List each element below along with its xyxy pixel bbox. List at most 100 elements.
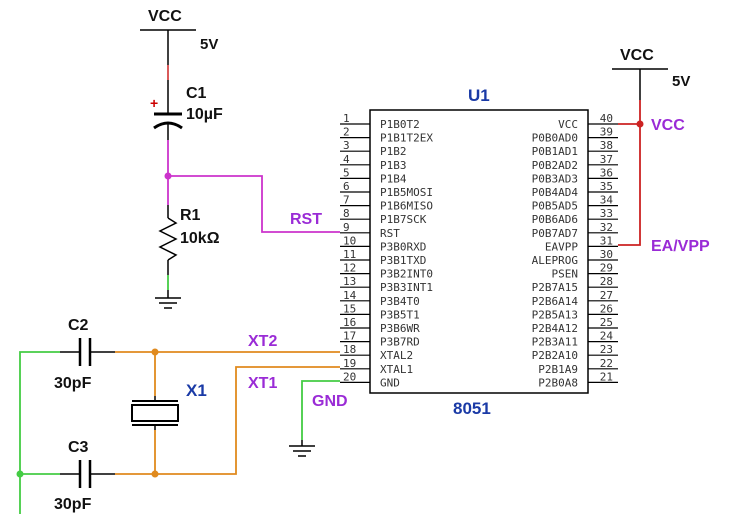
pin-number-right: 30 [600, 248, 613, 261]
wire-xt1 [115, 366, 340, 475]
wire-ea-vpp [618, 100, 641, 246]
net-label-ea-vpp: EA/VPP [651, 238, 710, 255]
pin-number-left: 15 [343, 302, 356, 315]
pin-name-left: GND [380, 376, 400, 389]
pin-name-left: P3B7RD [380, 336, 420, 349]
pin-number-right: 32 [600, 221, 613, 234]
pin-number-left: 1 [343, 112, 350, 125]
capacitor-c2 [60, 338, 115, 366]
capacitor-c1 [153, 80, 183, 140]
pin-name-left: P3B2INT0 [380, 268, 433, 281]
pin-number-right: 35 [600, 180, 613, 193]
pin-number-right: 34 [600, 194, 614, 207]
pin-name-left: P3B3INT1 [380, 281, 433, 294]
junction-vcc [636, 120, 644, 128]
pin-number-left: 20 [343, 370, 356, 383]
pin-number-left: 6 [343, 180, 350, 193]
pin-number-right: 29 [600, 262, 613, 275]
r1-value-label: 10kΩ [180, 230, 220, 247]
pin-number-right: 23 [600, 343, 613, 356]
pin-number-right: 27 [600, 289, 613, 302]
capacitor-c3 [60, 460, 115, 488]
ground-symbol-chip [289, 440, 315, 457]
pin-name-left: P1B0T2 [380, 118, 420, 131]
x1-ref-label: X1 [186, 381, 207, 400]
pin-number-left: 13 [343, 275, 356, 288]
net-label-vcc: VCC [651, 117, 685, 134]
chip-part-label: 8051 [453, 399, 491, 418]
pin-name-left: P3B4T0 [380, 295, 420, 308]
pin-number-left: 16 [343, 316, 356, 329]
r1-ref-label: R1 [180, 207, 201, 224]
ground-symbol-r1 [155, 290, 181, 309]
pin-number-right: 24 [600, 330, 614, 343]
net-label-rst: RST [290, 211, 322, 228]
pin-name-right: P0B5AD5 [532, 200, 578, 213]
pin-name-right: EAVPP [545, 240, 578, 253]
pin-name-right: P0B3AD3 [532, 172, 578, 185]
wire-gnd-pin [301, 380, 340, 440]
c1-value-label: 10µF [186, 106, 223, 123]
vcc-left-voltage: 5V [200, 36, 218, 53]
pin-name-right: P0B0AD0 [532, 132, 578, 145]
pin-number-left: 3 [343, 139, 350, 152]
pin-name-left: P3B0RXD [380, 240, 426, 253]
pin-number-right: 37 [600, 153, 613, 166]
wire-rst [168, 175, 340, 233]
pin-name-left: P3B1TXD [380, 254, 426, 267]
pin-number-left: 11 [343, 248, 356, 261]
c3-ref-label: C3 [68, 439, 89, 456]
resistor-r1 [158, 205, 178, 275]
pin-name-right: P2B5A13 [532, 308, 578, 321]
pin-name-right: P2B4A12 [532, 322, 578, 335]
pin-name-right: P2B2A10 [532, 349, 578, 362]
vcc-right-voltage: 5V [672, 73, 690, 90]
chip-ref-label: U1 [468, 86, 490, 105]
pin-name-right: P2B7A15 [532, 281, 578, 294]
pin-name-left: P3B5T1 [380, 308, 420, 321]
pin-name-right: P2B3A11 [532, 336, 578, 349]
pin-name-left: XTAL2 [380, 349, 413, 362]
pin-name-right: ALEPROG [532, 254, 578, 267]
pin-name-left: RST [380, 227, 400, 240]
pin-number-right: 28 [600, 275, 613, 288]
pin-number-right: 26 [600, 302, 613, 315]
pin-name-right: P2B0A8 [538, 376, 578, 389]
pin-name-right: P0B1AD1 [532, 145, 578, 158]
pin-name-right: P0B6AD6 [532, 213, 578, 226]
pin-number-right: 38 [600, 139, 613, 152]
c3-value-label: 30pF [54, 496, 92, 513]
vcc-left-symbol [140, 29, 196, 65]
pin-name-right: P0B7AD7 [532, 227, 578, 240]
junction-gnd [16, 470, 24, 478]
pin-number-right: 31 [600, 234, 613, 247]
pin-name-left: P1B1T2EX [380, 132, 433, 145]
pin-number-left: 8 [343, 207, 350, 220]
pin-number-left: 7 [343, 194, 350, 207]
pin-number-left: 19 [343, 357, 356, 370]
pin-number-right: 40 [600, 112, 613, 125]
chip-body [369, 109, 589, 394]
pin-name-left: XTAL1 [380, 363, 413, 376]
vcc-left-label: VCC [148, 8, 182, 25]
c2-ref-label: C2 [68, 317, 89, 334]
pin-number-right: 22 [600, 357, 613, 370]
pin-name-left: P3B6WR [380, 322, 420, 335]
pin-name-left: P1B5MOSI [380, 186, 433, 199]
pin-number-left: 17 [343, 330, 356, 343]
pin-name-right: P0B4AD4 [532, 186, 579, 199]
pin-name-right: P2B6A14 [532, 295, 579, 308]
chip-right-pins: 40VCC39P0B0AD038P0B1AD137P0B2AD236P0B3AD… [532, 112, 618, 389]
pin-name-left: P1B6MISO [380, 200, 433, 213]
c2-value-label: 30pF [54, 375, 92, 392]
pin-number-left: 10 [343, 234, 356, 247]
pin-number-left: 5 [343, 166, 350, 179]
vcc-right-symbol [612, 68, 668, 100]
pin-name-left: P1B7SCK [380, 213, 427, 226]
pin-number-left: 4 [343, 153, 350, 166]
net-label-gnd: GND [312, 393, 348, 410]
pin-number-left: 9 [343, 221, 350, 234]
pin-number-right: 36 [600, 166, 613, 179]
